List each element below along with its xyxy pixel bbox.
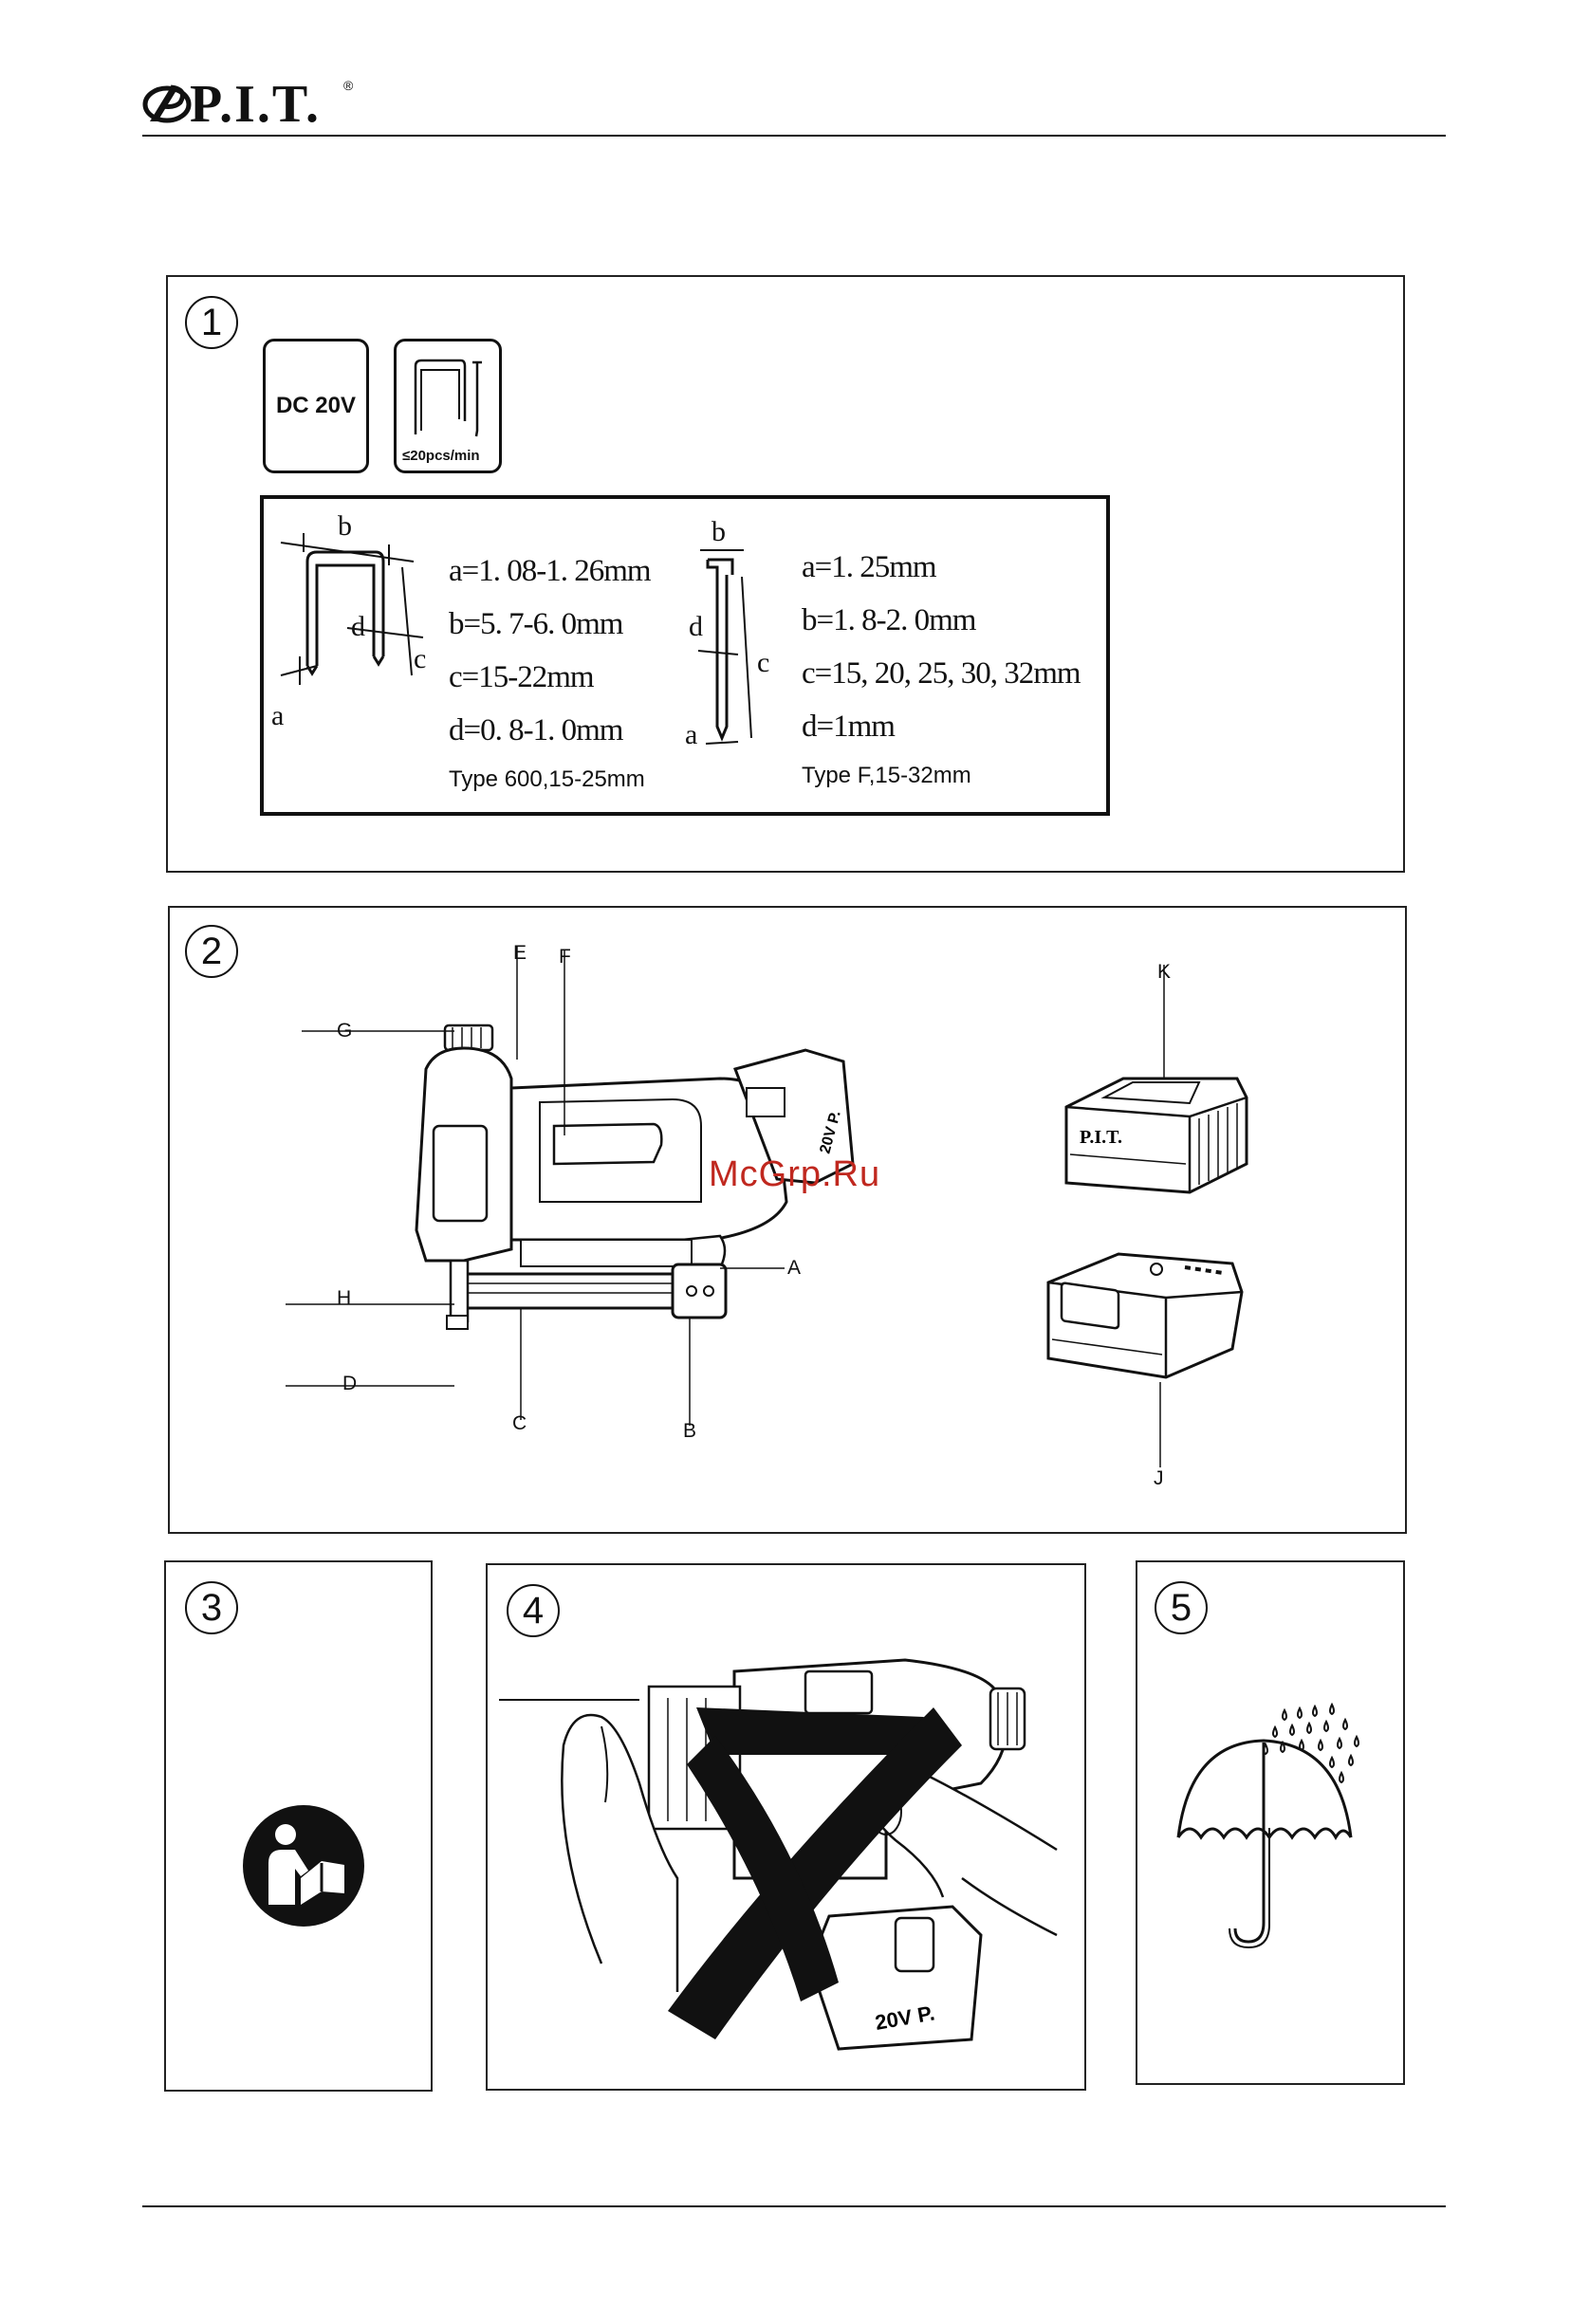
- panel-read-manual: 3: [164, 1560, 433, 2092]
- voltage-label: DC 20V: [276, 393, 356, 419]
- umbrella-rain-icon: [1171, 1695, 1389, 1951]
- nail-dim-b: b: [712, 516, 726, 548]
- hand-warning-illustration: 20V P.: [488, 1565, 1088, 2093]
- staple-spec-c: c=15-22mm: [449, 660, 594, 695]
- nail-dim-c: c: [757, 647, 769, 679]
- staple-nail-icon: [410, 353, 486, 438]
- staple-dim-b: b: [338, 510, 352, 543]
- label-B: B: [683, 1420, 696, 1443]
- nail-dim-a: a: [685, 719, 697, 751]
- panel-number: 5: [1155, 1581, 1208, 1634]
- label-A: A: [787, 1257, 801, 1280]
- label-F: F: [559, 946, 571, 968]
- watermark: McGrp.Ru: [709, 1154, 880, 1195]
- label-E: E: [513, 942, 527, 965]
- nail-spec-a: a=1. 25mm: [802, 550, 936, 585]
- staple-spec-d: d=0. 8-1. 0mm: [449, 713, 622, 748]
- leader-lines: [170, 908, 1409, 1536]
- nail-spec-c: c=15, 20, 25, 30, 32mm: [802, 656, 1081, 692]
- pit-logo-icon: [142, 78, 192, 127]
- read-manual-icon: [242, 1804, 365, 1927]
- label-K: K: [1157, 961, 1171, 984]
- label-H: H: [337, 1287, 351, 1310]
- nail-spec-d: d=1mm: [802, 710, 895, 745]
- spec-box: b d c a a=1. 08-1. 26mm b=5. 7-6. 0mm c=…: [260, 495, 1110, 816]
- voltage-badge: DC 20V: [263, 339, 369, 473]
- panel-specifications: 1 DC 20V ≤20pcs/min b d c a: [166, 275, 1405, 873]
- staple-spec-b: b=5. 7-6. 0mm: [449, 607, 622, 642]
- charger-brand: P.I.T.: [1080, 1127, 1122, 1148]
- nail-dim-d: d: [689, 611, 703, 643]
- brand-name: P.I.T.: [190, 74, 321, 135]
- rate-label: ≤20pcs/min: [402, 448, 480, 464]
- staple-dim-a: a: [271, 700, 284, 732]
- panel-number: 1: [185, 296, 238, 349]
- label-J: J: [1154, 1467, 1164, 1490]
- footer-rule: [142, 2205, 1446, 2207]
- panel-number: 3: [185, 1581, 238, 1634]
- staple-spec-a: a=1. 08-1. 26mm: [449, 554, 651, 589]
- battery-pack-icon: [1033, 1235, 1251, 1387]
- staple-dim-c: c: [414, 643, 426, 675]
- label-G: G: [337, 1020, 352, 1042]
- panel-warning-hands: 4 20V P.: [486, 1563, 1086, 2091]
- header-rule: [142, 135, 1446, 137]
- nail-type: Type F,15-32mm: [802, 763, 971, 789]
- panel-components: 2 20V P.: [168, 906, 1407, 1534]
- panel-no-rain: 5: [1136, 1560, 1405, 2085]
- staple-dim-d: d: [351, 611, 365, 643]
- staple-type: Type 600,15-25mm: [449, 766, 645, 793]
- label-D: D: [342, 1373, 357, 1395]
- nail-diagram-icon: [691, 518, 786, 774]
- registered-mark: ®: [343, 78, 353, 93]
- charger-icon: P.I.T.: [1047, 1060, 1266, 1202]
- nail-spec-b: b=1. 8-2. 0mm: [802, 603, 975, 638]
- rate-badge: ≤20pcs/min: [394, 339, 502, 473]
- label-C: C: [512, 1412, 527, 1435]
- staple-diagram-icon: [271, 524, 433, 770]
